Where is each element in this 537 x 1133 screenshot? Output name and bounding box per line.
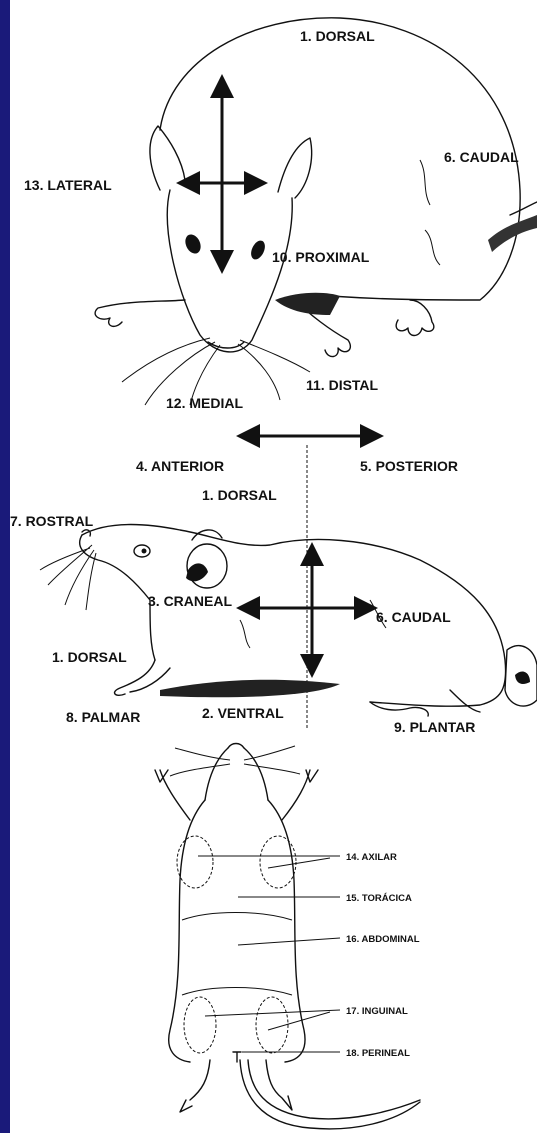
label-perineal: 18. PERINEAL bbox=[346, 1048, 410, 1059]
label-dorsal-side: 1. DORSAL bbox=[202, 487, 277, 503]
label-distal: 11. DISTAL bbox=[306, 377, 379, 393]
label-axilar: 14. AXILAR bbox=[346, 852, 397, 863]
side-rat-illustration bbox=[40, 525, 537, 716]
label-medial: 12. MEDIAL bbox=[166, 395, 243, 411]
right-eye-icon bbox=[248, 238, 267, 261]
diagram-canvas: 1. DORSAL 6. CAUDAL 13. LATERAL 10. PROX… bbox=[10, 0, 537, 1133]
label-toracica: 15. TORÁCICA bbox=[346, 893, 412, 904]
label-plantar: 9. PLANTAR bbox=[394, 719, 475, 735]
label-posterior: 5. POSTERIOR bbox=[360, 458, 458, 474]
label-dorsal-hand: 1. DORSAL bbox=[52, 649, 127, 665]
rat-anatomy-diagram: 1. DORSAL 6. CAUDAL 13. LATERAL 10. PROX… bbox=[10, 0, 537, 1133]
label-ventral: 2. VENTRAL bbox=[202, 705, 284, 721]
label-abdominal: 16. ABDOMINAL bbox=[346, 934, 420, 945]
label-caudal-top: 6. CAUDAL bbox=[444, 149, 519, 165]
left-eye-icon bbox=[182, 232, 203, 256]
leader-lines bbox=[198, 856, 340, 1052]
label-inguinal: 17. INGUINAL bbox=[346, 1006, 408, 1017]
label-rostral: 7. ROSTRAL bbox=[10, 513, 94, 529]
label-caudal-side: 6. CAUDAL bbox=[376, 609, 451, 625]
label-craneal: 3. CRANEAL bbox=[148, 593, 232, 609]
label-palmar: 8. PALMAR bbox=[66, 709, 140, 725]
front-rat-illustration bbox=[95, 18, 537, 405]
label-dorsal-top: 1. DORSAL bbox=[300, 28, 375, 44]
label-anterior: 4. ANTERIOR bbox=[136, 458, 224, 474]
label-lateral: 13. LATERAL bbox=[24, 177, 112, 193]
label-proximal: 10. PROXIMAL bbox=[272, 249, 370, 265]
